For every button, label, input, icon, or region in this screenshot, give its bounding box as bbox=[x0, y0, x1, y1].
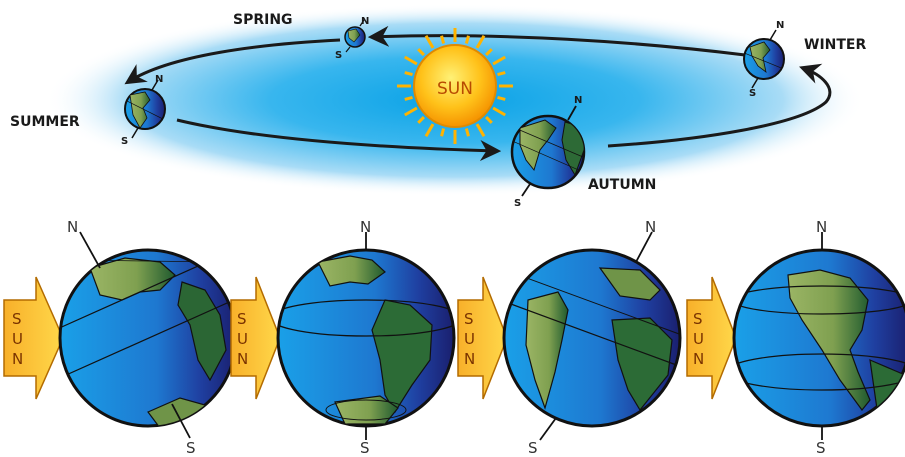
sun-ray bbox=[475, 123, 486, 137]
axis-north-line bbox=[79, 231, 101, 269]
season-label-autumn: AUTUMN bbox=[588, 177, 656, 193]
sun-ray bbox=[417, 48, 425, 56]
orbit-arrow-summer-to-autumn bbox=[176, 118, 502, 162]
orbit-arrow-spring-to-summer bbox=[124, 38, 341, 85]
earth-winter-icon bbox=[743, 29, 785, 89]
sun-arrow-icon: S U N bbox=[3, 276, 64, 400]
sun-ray bbox=[464, 128, 470, 137]
season-label-summer: SUMMER bbox=[10, 114, 80, 130]
spring-south-label: S bbox=[335, 50, 342, 61]
sun-arrow-icon: S U N bbox=[686, 276, 737, 400]
panel-2: S U N N S bbox=[230, 218, 456, 457]
sun-ray bbox=[497, 71, 506, 77]
axis-south-line bbox=[171, 403, 191, 439]
sun-ray bbox=[497, 95, 506, 101]
sun-arrow-letter: U bbox=[464, 330, 475, 348]
axis-south-line bbox=[539, 417, 557, 441]
earth-summer-icon bbox=[124, 79, 166, 139]
earth-globe-icon bbox=[58, 248, 238, 428]
earth-globe-icon bbox=[732, 248, 905, 428]
sun-arrow-letter: U bbox=[237, 330, 248, 348]
sun-ray bbox=[424, 123, 435, 137]
sun-ray bbox=[485, 116, 493, 124]
sun-icon: SUN bbox=[397, 28, 513, 144]
sun-ray bbox=[492, 106, 506, 117]
sun-arrow-letter: N bbox=[693, 350, 704, 368]
sun-ray bbox=[404, 106, 418, 117]
sun-ray bbox=[424, 35, 435, 49]
panel-1: S U N N S bbox=[3, 218, 238, 457]
panel-2-south-label: S bbox=[360, 439, 370, 457]
sun-arrow-letter: S bbox=[237, 310, 247, 328]
autumn-south-label: S bbox=[514, 198, 521, 209]
orbit-arrow-autumn-to-winter bbox=[607, 63, 832, 148]
winter-south-label: S bbox=[749, 88, 756, 99]
earth-globe-icon bbox=[502, 248, 682, 428]
summer-south-label: S bbox=[121, 136, 128, 147]
autumn-north-label: N bbox=[574, 95, 582, 106]
orbit-arrow-winter-to-spring bbox=[367, 25, 746, 57]
sun-arrow-letter: N bbox=[464, 350, 475, 368]
sun-arrow-letter: N bbox=[237, 350, 248, 368]
sun-arrow-letter: N bbox=[12, 350, 23, 368]
sun-ray bbox=[440, 128, 446, 137]
panel-1-south-label: S bbox=[186, 439, 196, 457]
season-label-spring: SPRING bbox=[233, 12, 293, 28]
spring-north-label: N bbox=[361, 16, 369, 27]
sun-arrow-letter: U bbox=[12, 330, 23, 348]
panel-1-north-label: N bbox=[67, 218, 78, 236]
panel-4-north-label: N bbox=[816, 218, 827, 236]
sun-arrow-icon: S U N bbox=[457, 276, 508, 400]
earth-autumn-icon bbox=[510, 105, 586, 197]
earth-spring-icon bbox=[344, 19, 366, 53]
panel-2-north-label: N bbox=[360, 218, 371, 236]
sun-arrow-letter: U bbox=[693, 330, 704, 348]
sun-label: SUN bbox=[437, 79, 473, 99]
panel-4: S U N N S bbox=[686, 218, 905, 457]
sun-arrow-letter: S bbox=[12, 310, 22, 328]
sun-ray bbox=[417, 116, 425, 124]
panel-3: S U N N S bbox=[457, 218, 682, 457]
sun-ray bbox=[485, 48, 493, 56]
summer-north-label: N bbox=[155, 74, 163, 85]
sun-ray bbox=[492, 55, 506, 66]
sun-ray bbox=[464, 35, 470, 44]
season-label-winter: WINTER bbox=[804, 37, 866, 53]
sun-ray bbox=[475, 35, 486, 49]
sun-arrow-letter: S bbox=[464, 310, 474, 328]
sun-arrow-icon: S U N bbox=[230, 276, 281, 400]
panel-3-north-label: N bbox=[645, 218, 656, 236]
sun-arrow-letter: S bbox=[693, 310, 703, 328]
sun-ray bbox=[404, 95, 413, 101]
sun-ray bbox=[404, 71, 413, 77]
axis-north-line bbox=[635, 231, 653, 263]
sun-ray bbox=[404, 55, 418, 66]
earth-globe-icon bbox=[276, 248, 456, 428]
panel-4-south-label: S bbox=[816, 439, 826, 457]
panel-3-south-label: S bbox=[528, 439, 538, 457]
winter-north-label: N bbox=[776, 20, 784, 31]
sun-ray bbox=[440, 35, 446, 44]
